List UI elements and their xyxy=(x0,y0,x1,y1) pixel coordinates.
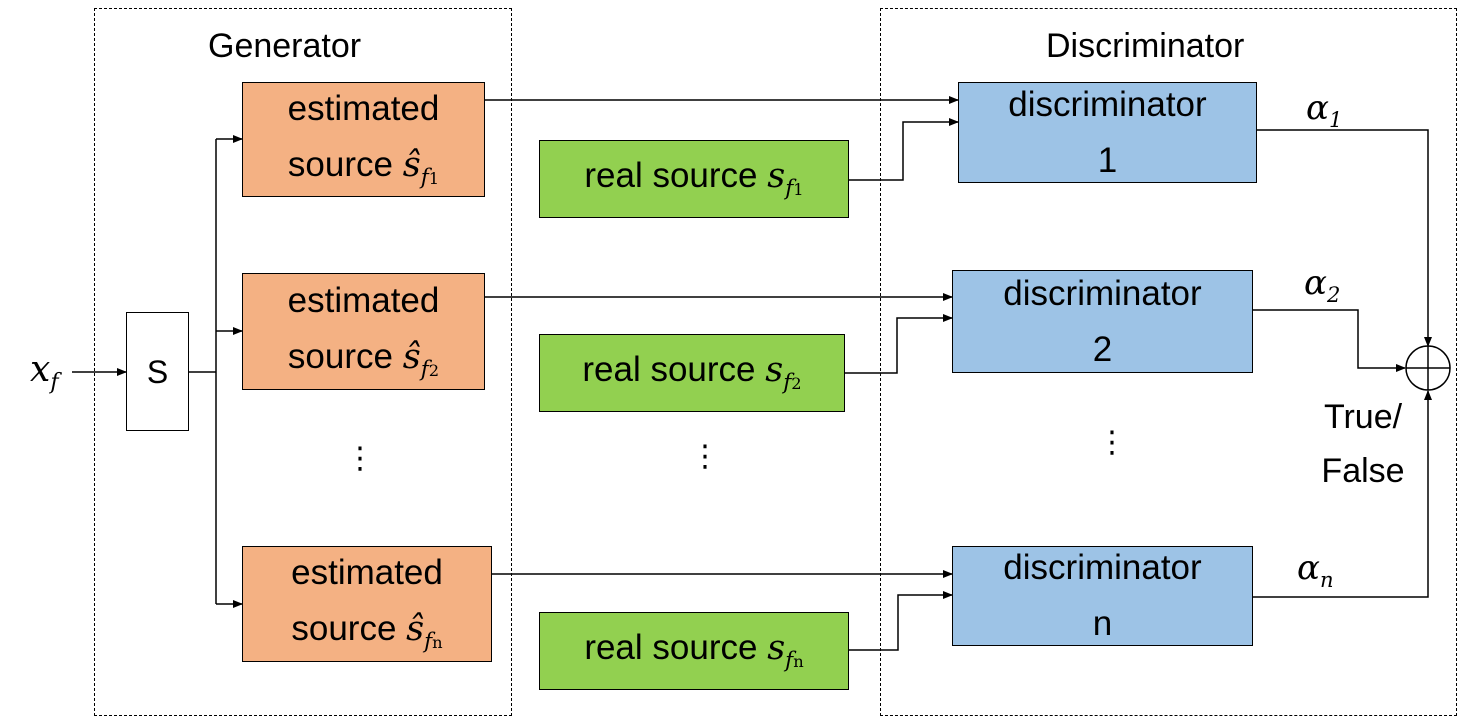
estimated-source-1: estimated source ŝf1 xyxy=(242,82,485,197)
discriminator-n: discriminator n xyxy=(952,546,1253,646)
estimated-source-2: estimated source ŝf2 xyxy=(242,273,485,390)
estimated-source-n: estimated source ŝfn xyxy=(242,546,492,662)
generator-group xyxy=(94,8,512,716)
generator-ellipsis: ⋮ xyxy=(345,442,375,475)
real-1-to-disc-1 xyxy=(849,118,959,181)
real-source-1: real source sf1 xyxy=(539,140,849,218)
weight-alpha-n: αn xyxy=(1297,548,1334,592)
discriminator-title: Discriminator xyxy=(1046,27,1245,65)
real-source-ellipsis: ⋮ xyxy=(690,440,720,473)
weight-alpha-2: α2 xyxy=(1304,263,1341,307)
discriminator-ellipsis: ⋮ xyxy=(1097,426,1127,459)
real-source-n: real source sfn xyxy=(539,612,849,690)
real-source-2: real source sf2 xyxy=(539,334,845,412)
weight-alpha-1: α1 xyxy=(1306,88,1343,132)
disc-n-to-sum xyxy=(1253,390,1432,598)
real-n-to-disc-n xyxy=(849,591,953,651)
discriminator-group xyxy=(880,8,1457,716)
input-label: xf xyxy=(30,349,59,396)
disc-2-to-sum xyxy=(1253,309,1406,372)
separator-box: S xyxy=(126,312,189,431)
discriminator-2: discriminator 2 xyxy=(952,270,1253,373)
output-label: True/ False xyxy=(1321,398,1405,490)
disc-1-to-sum xyxy=(1257,129,1432,347)
real-2-to-disc-2 xyxy=(845,314,953,374)
discriminator-1: discriminator 1 xyxy=(958,82,1257,183)
generator-title: Generator xyxy=(208,27,362,65)
